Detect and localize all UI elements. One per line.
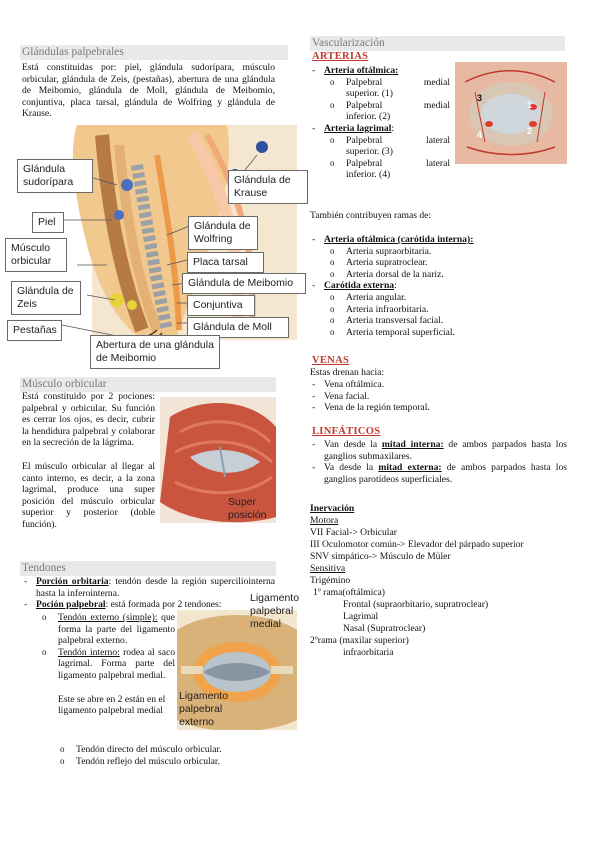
tendon-interno: Tendón interno: rodea al saco lagrimal. … [40,647,175,682]
rama-2: 2ºrama (maxilar superior) [310,635,409,646]
car-item: Arteria transversal facial. [328,315,570,327]
arterias-list: Arteria oftálmica: Palpebralmedialsuperi… [310,65,450,181]
musculo-heading: Músculo orbicular [20,377,276,392]
ligament-image [177,610,297,730]
arteria-lagrimal: Arteria lagrimal: Palpebrallateralsuperi… [310,123,450,181]
ramas-list: Arteria oftálmica (carótida interna): Ar… [310,234,570,338]
musculo-body-2: El músculo orbicular al llegar al canto … [22,461,155,530]
motora-2: III Oculomotor común-> Elevador del párp… [310,539,524,550]
img-num-3: 3 [477,93,483,103]
car-item: Arteria infraorbitaria. [328,304,570,316]
linfaticos-item-interna: Van desde la mitad interna: de ambos par… [310,439,567,462]
venas-item: Vena de la región temporal. [310,402,565,414]
motora-1: VII Facial-> Orbicular [310,527,397,538]
rama-1-lagrimal: Lagrimal [343,611,379,622]
tendones-sub-final: Tendón directo del músculo orbicular. Te… [58,744,288,767]
arteries-image [455,62,567,164]
label-piel: Piel [32,212,64,233]
label-musculo-orbicular: Músculo orbicular [5,238,67,272]
tendon-reflejo: Tendón reflejo del músculo orbicular. [58,756,288,768]
superposicion-label: Super posición [228,496,267,521]
motora-3: SNV simpático-> Músculo de Müler [310,551,451,562]
glandulas-heading: Glándulas palpebrales [20,45,288,60]
musculo-body-1: Está constituido por 2 pociones: palpebr… [22,391,155,449]
rama-1-frontal: Frontal (supraorbitario, supratroclear) [343,599,489,610]
carotida-externa: Carótida externa: Arteria angular. Arter… [310,280,570,338]
car-item: Arteria angular. [328,292,570,304]
tendones-sublist: Tendón externo (simple): que forma la pa… [40,612,175,717]
venas-list: Vena oftálmica. Vena facial. Vena de la … [310,379,565,414]
vascularizacion-heading: Vascularización [310,36,565,51]
venas-intro: Estas drenan hacia: [310,367,385,378]
tendones-list: Porción orbitaria: tendón desde la regió… [22,576,275,611]
rama-1-nasal: Nasal (Supratroclear) [343,623,426,634]
ligamento-medial-label: Ligamento palpebral medial [250,592,300,630]
tendones-heading: Tendones [20,561,276,576]
img-num-4: 4 [477,130,483,140]
rama-2-infraorbitaria: infraorbitaria [343,647,394,658]
label-glandula-zeis: Glándula de Zeis [11,281,81,315]
venas-heading: VENAS [312,355,350,366]
oft-item: Arteria supratroclear. [328,257,570,269]
tendones-item-orbitaria: Porción orbitaria: tendón desde la regió… [22,576,275,599]
venas-item: Vena facial. [310,391,565,403]
label-placa-tarsal: Placa tarsal [187,252,264,273]
label-glandula-sudoripara: Glándula sudorípara [17,159,93,193]
car-item: Arteria temporal superficial. [328,327,570,339]
tendon-externo: Tendón externo (simple): que forma la pa… [40,612,175,647]
tendones-note: Este se abre en 2 están en el ligamento … [58,693,166,717]
label-abertura-meibomio: Abertura de una glándula de Meibomio [90,335,220,369]
img-num-1: 1 [527,100,533,110]
label-glandula-krause: Glándula de Krause [228,170,308,204]
linfaticos-heading: LINFÁTICOS [312,426,381,437]
arteria-oftalmica: Arteria oftálmica: Palpebralmedialsuperi… [310,65,450,123]
arteria-oftalmica-carotida: Arteria oftálmica (carótida interna): Ar… [310,234,570,280]
label-glandula-wolfring: Glándula de Wolfring [188,216,258,250]
ligamento-externo-label: Ligamento palpebral externo [179,690,229,728]
label-glandula-meibomio: Glándula de Meibomio [182,273,306,294]
label-glandula-moll: Glándula de Moll [187,317,289,338]
linfaticos-list: Van desde la mitad interna: de ambos par… [310,439,567,485]
inervacion-heading: Inervación [310,503,355,514]
trigemino: Trigémino [310,575,351,586]
arterias-heading: ARTERIAS [312,51,369,62]
tendones-item-palpebral: Poción palpebral: está formada por 2 ten… [22,599,275,611]
rama-1: 1º rama(oftálmica) [313,587,385,598]
tambien-text: También contribuyen ramas de: [310,210,432,221]
label-conjuntiva: Conjuntiva [187,295,255,316]
orbicular-muscle-image [160,397,276,523]
sensitiva-heading: Sensitiva [310,563,346,574]
img-num-2: 2 [527,126,533,136]
glandulas-body: Está constituidas por: piel, glándula su… [22,62,275,120]
tendon-directo: Tendón directo del músculo orbicular. [58,744,288,756]
oft-item: Arteria dorsal de la nariz. [328,269,570,281]
venas-item: Vena oftálmica. [310,379,565,391]
oft-item: Arteria supraorbitaria. [328,246,570,258]
label-pestanas: Pestañas [7,320,62,341]
linfaticos-item-externa: Va desde la mitad externa: de ambos parp… [310,462,567,485]
motora-heading: Motora [310,515,339,526]
